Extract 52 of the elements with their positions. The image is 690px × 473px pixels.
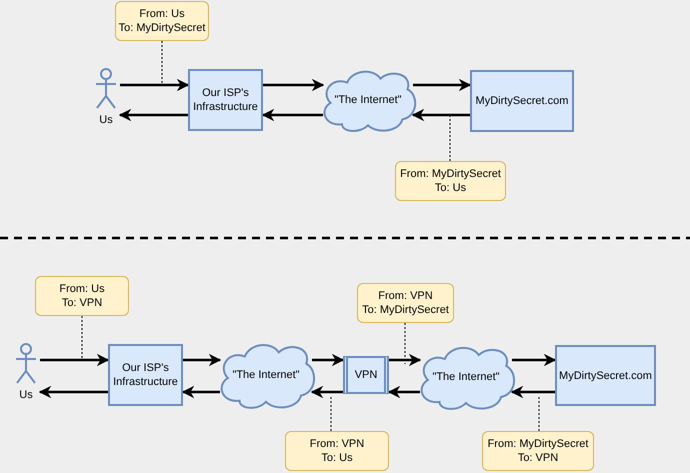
arrow xyxy=(118,108,188,122)
node-label: Our ISP's Infrastructure xyxy=(192,86,259,114)
vpn-box xyxy=(343,356,389,394)
leader-line xyxy=(404,322,406,364)
arrow xyxy=(413,78,472,92)
node-label: Us xyxy=(99,113,113,127)
note-text: From: MyDirtySecret xyxy=(400,167,501,181)
note-text: From: VPN xyxy=(378,289,433,303)
process-box xyxy=(108,344,183,406)
note-box xyxy=(115,1,209,41)
arrow xyxy=(388,386,420,398)
note-text: To: MyDirtySecret xyxy=(362,303,449,317)
arrow xyxy=(262,108,323,122)
leader-line xyxy=(330,394,332,432)
process-box xyxy=(470,70,574,132)
arrow xyxy=(182,386,220,398)
note-text: From: VPN xyxy=(310,437,364,451)
node-label: "The Internet" xyxy=(232,368,300,382)
note-text: To: VPN xyxy=(518,451,558,465)
note-box xyxy=(395,161,506,201)
arrow xyxy=(38,386,108,398)
arrow xyxy=(389,354,422,366)
arrow xyxy=(412,108,470,122)
arrow xyxy=(310,386,343,398)
node-label: MyDirtySecret.com xyxy=(476,94,568,108)
note-box xyxy=(285,431,389,471)
note-text: From: Us xyxy=(59,282,105,296)
note-text: To: Us xyxy=(321,451,353,465)
arrow xyxy=(40,354,110,366)
node-label: VPN xyxy=(354,368,378,382)
note-text: To: Us xyxy=(434,181,466,195)
process-box xyxy=(555,345,656,406)
note-text: To: MyDirtySecret xyxy=(118,21,206,35)
arrow xyxy=(263,78,324,92)
arrow xyxy=(183,354,222,366)
arrow xyxy=(120,78,190,92)
arrow xyxy=(510,386,555,398)
note-box xyxy=(482,431,594,471)
arrow xyxy=(512,354,556,366)
node-label: "The Internet" xyxy=(334,93,402,107)
node-label: Our ISP's Infrastructure xyxy=(112,361,179,389)
note-text: From: Us xyxy=(139,7,185,21)
arrow xyxy=(312,354,344,366)
node-label: "The Internet" xyxy=(432,370,500,384)
note-box xyxy=(357,283,454,323)
leader-line xyxy=(538,396,540,432)
process-box xyxy=(188,69,263,131)
note-box xyxy=(35,276,129,316)
node-label: Us xyxy=(19,388,33,402)
note-text: From: MyDirtySecret xyxy=(488,437,588,451)
node-label: MyDirtySecret.com xyxy=(559,368,652,382)
note-text: To: VPN xyxy=(62,296,102,310)
